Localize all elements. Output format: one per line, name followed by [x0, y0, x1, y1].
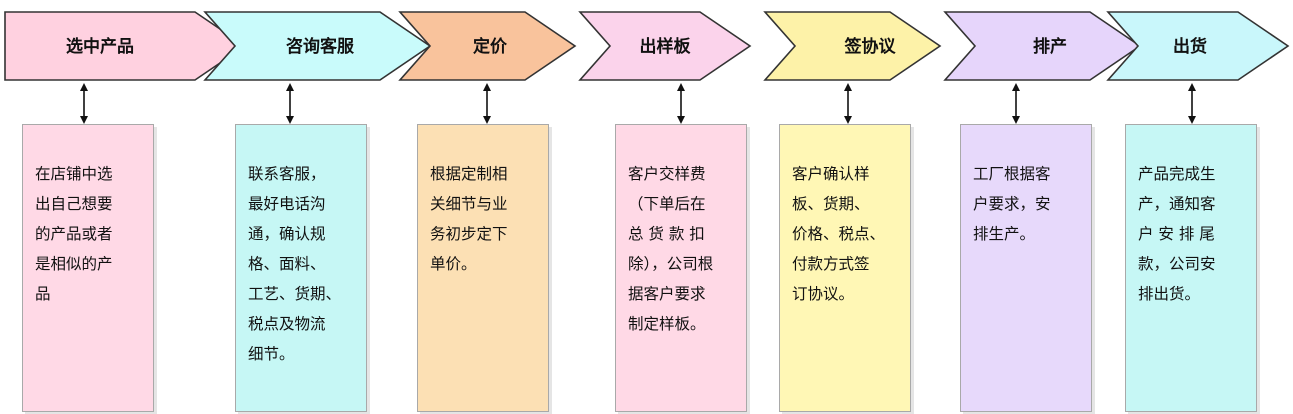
step-chevron-shape [578, 11, 752, 81]
description-line: 户要求，安 [973, 195, 1051, 213]
step-description-box-6: 工厂根据客户要求，安排生产。 [960, 124, 1092, 412]
description-line: 细节。 [248, 345, 295, 363]
step-description-box-4: 客户交样费 （下单后在总 货 款 扣除），公司根据客户要求制定样板。 [615, 124, 747, 412]
description-line: 排出货。 [1138, 285, 1201, 303]
step-chevron-1: 选中产品 [4, 11, 247, 81]
description-line: 价格、税点、 [792, 225, 886, 243]
description-line: 最好电话沟 [248, 195, 326, 213]
description-line: 格、面料、 [248, 255, 326, 273]
description-line: 制定样板。 [628, 315, 706, 333]
description-line: 根据定制相 [430, 165, 508, 183]
description-line: 排生产。 [973, 225, 1036, 243]
step-label: 定价 [473, 36, 508, 57]
description-line: 客户交样费 [628, 165, 706, 183]
step-description-box-2: 联系客服， 最好电话沟通，确认规格、面料、工艺、货期、税点及物流细节。 [235, 124, 367, 412]
step-label: 选中产品 [66, 36, 134, 57]
description-line: 在店铺中选 [35, 165, 113, 183]
step-chevron-shape [398, 11, 577, 81]
description-line: 产品完成生 [1138, 165, 1216, 183]
step-chevron-3: 定价 [398, 11, 577, 81]
step-label: 咨询客服 [286, 36, 355, 57]
description-line: 板、货期、 [792, 195, 870, 213]
step-chevron-shape [943, 11, 1142, 81]
description-line: 品 [35, 285, 51, 303]
description-line: 产，通知客 [1138, 195, 1216, 213]
step-description-box-7: 产品完成生产，通知客户 安 排 尾款，公司安排出货。 [1125, 124, 1257, 412]
description-line: 联系客服， [248, 165, 326, 183]
description-line: 工厂根据客 [973, 165, 1051, 183]
description-line: 总 货 款 扣 [628, 225, 705, 243]
step-chevron-5: 签协议 [763, 11, 942, 81]
step-chevron-6: 排产 [943, 11, 1142, 81]
description-line: 据客户要求 [628, 285, 706, 303]
description-line: 客户确认样 [792, 165, 870, 183]
description-line: 工艺、货期、 [248, 285, 342, 303]
step-label: 出样板 [640, 36, 692, 57]
step-chevron-4: 出样板 [578, 11, 752, 81]
step-chevron-shape [763, 11, 942, 81]
description-line: 户 安 排 尾 [1138, 225, 1215, 243]
step-label: 出货 [1173, 36, 1207, 57]
step-chevron-2: 咨询客服 [203, 11, 432, 81]
description-line: 付款方式签 [792, 255, 870, 273]
description-line: 关细节与业 [430, 195, 508, 213]
description-line: 单价。 [430, 255, 477, 273]
step-description-box-3: 根据定制相关细节与业务初步定下单价。 [417, 124, 549, 412]
description-line: 通，确认规 [248, 225, 326, 243]
step-chevron-7: 出货 [1106, 11, 1290, 81]
description-line: 订协议。 [792, 285, 855, 303]
step-label: 排产 [1033, 36, 1067, 57]
description-line: 款，公司安 [1138, 255, 1216, 273]
step-description-box-1: 在店铺中选出自己想要的产品或者是相似的产品 [22, 124, 154, 412]
step-chevron-shape [1106, 11, 1290, 81]
description-line: 是相似的产 [35, 255, 113, 273]
step-description-box-5: 客户确认样板、货期、价格、税点、付款方式签订协议。 [779, 124, 911, 412]
description-line: 出自己想要 [35, 195, 113, 213]
step-label: 签协议 [844, 36, 897, 57]
description-line: 除），公司根 [628, 255, 714, 273]
description-line: （下单后在 [628, 195, 706, 213]
description-line: 的产品或者 [35, 225, 113, 243]
description-line: 务初步定下 [430, 225, 508, 243]
step-chevron-shape [203, 11, 432, 81]
description-line: 税点及物流 [248, 315, 326, 333]
